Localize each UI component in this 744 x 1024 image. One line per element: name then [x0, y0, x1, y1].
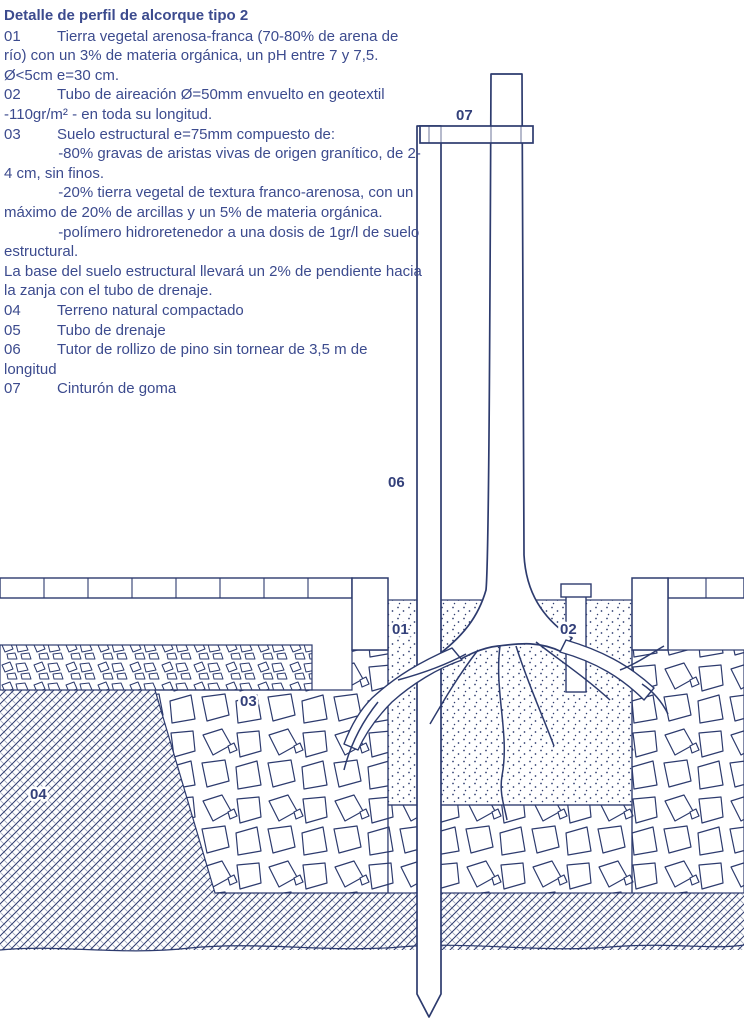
legend-num: 02	[4, 86, 21, 104]
root-down	[497, 645, 508, 821]
legend-text: Tubo de drenaje	[57, 321, 166, 339]
legend-text: Tierra vegetal arenosa-franca (70-80% de…	[4, 27, 403, 84]
legend-text: Tutor de rollizo de pino sin tornear de …	[4, 341, 372, 378]
rootlet	[343, 701, 379, 771]
rootlet	[429, 649, 479, 725]
legend-item-04: 04 Terreno natural compactado	[4, 301, 422, 321]
legend-item-07: 07 Cinturón de goma	[4, 379, 422, 399]
legend-item-05: 05 Tubo de drenaje	[4, 321, 422, 341]
drawing-labels: 07 06 01 02 03 04	[28, 105, 580, 806]
legend-num: 04	[4, 301, 21, 319]
label-06: 06	[388, 474, 405, 491]
label-03: 03	[240, 693, 257, 710]
aeration-tube-cap	[560, 583, 592, 598]
rubber-belt-bar	[419, 125, 534, 144]
trunk	[441, 73, 573, 665]
rootlet	[619, 645, 665, 671]
legend-text: Tubo de aireación Ø=50mm envuelto en geo…	[4, 86, 389, 123]
legend-num: 01	[4, 27, 21, 45]
rootlet	[535, 641, 611, 701]
rootlet	[641, 683, 669, 715]
rubber-belt	[419, 125, 534, 144]
root-right-main	[559, 639, 655, 701]
pebble-layer	[0, 644, 313, 691]
pavement	[0, 577, 744, 651]
root-left-main	[343, 647, 463, 751]
legend-num: 06	[4, 341, 21, 359]
legend-num: 05	[4, 321, 21, 339]
legend-text: Terreno natural compactado	[57, 301, 244, 319]
label-02: 02	[560, 621, 577, 638]
label-04: 04	[30, 786, 47, 803]
legend-num: 07	[4, 380, 21, 398]
label-07: 07	[456, 107, 473, 124]
curb-left	[351, 577, 389, 651]
rootlet	[397, 653, 467, 681]
pavement-left-joints	[43, 578, 309, 598]
label-01: 01	[392, 621, 409, 638]
roots	[343, 639, 669, 821]
natural-ground-bottom-edge	[0, 944, 744, 952]
legend-num: 03	[4, 125, 21, 143]
rootlet	[515, 645, 555, 747]
ground-layers	[0, 599, 744, 952]
legend-text: Cinturón de goma	[57, 380, 177, 398]
rubber-belt-wraps	[428, 126, 522, 143]
curb-right	[631, 577, 669, 651]
legend-text: Suelo estructural e=75mm compuesto de: -…	[4, 125, 422, 300]
page-title: Detalle de perfil de alcorque tipo 2	[4, 7, 249, 24]
natural-ground-hatch-region	[0, 690, 744, 950]
